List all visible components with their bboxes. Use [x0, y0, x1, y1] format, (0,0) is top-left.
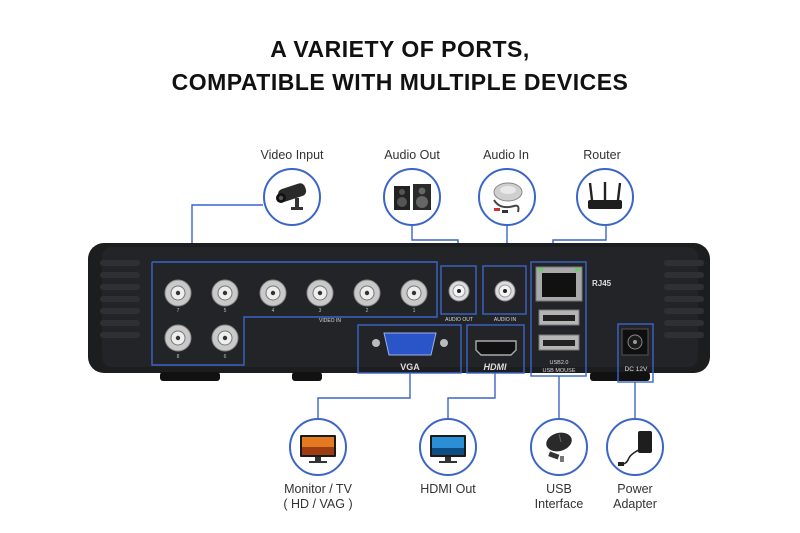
title-line-1: A VARIETY OF PORTS,	[270, 36, 530, 62]
monitor-bubble	[289, 418, 347, 476]
label-router: Router	[583, 148, 621, 162]
power-adapter-bubble	[606, 418, 664, 476]
bnc-connector	[211, 324, 239, 352]
mouse-icon	[546, 432, 572, 462]
bnc-number: 7	[177, 308, 180, 314]
right-vents	[664, 260, 704, 338]
bnc-number: 6	[224, 354, 227, 360]
router-icon	[588, 182, 622, 209]
label-monitor-line-2: ( HD / VAG )	[283, 497, 353, 511]
bnc-connector	[211, 279, 239, 307]
bnc-number: 5	[224, 308, 227, 314]
device-foot-right	[590, 372, 650, 381]
label-power-adapter: Power Adapter	[585, 482, 685, 512]
page-title: A VARIETY OF PORTS, COMPATIBLE WITH MULT…	[0, 33, 800, 99]
device-foot-left	[160, 372, 220, 381]
bnc-connector	[164, 279, 192, 307]
label-hdmi-out: HDMI Out	[420, 482, 476, 496]
label-audio-in: Audio In	[483, 148, 529, 162]
panel-label-hdmi: HDMI	[484, 362, 507, 372]
panel-label-usb-mouse: USB MOUSE	[542, 368, 575, 374]
monitor-icon	[300, 435, 336, 463]
bnc-number: 8	[177, 354, 180, 360]
rca-audio-out	[448, 280, 470, 302]
power-adapter-icon	[618, 431, 652, 466]
bnc-connector	[400, 279, 428, 307]
speakers-icon	[394, 184, 431, 210]
panel-label-rj45: RJ45	[592, 279, 612, 288]
usb-ports	[538, 309, 580, 351]
bnc-connector	[306, 279, 334, 307]
microphone-icon	[493, 182, 523, 213]
bnc-connectors	[164, 279, 428, 352]
panel-label-vga: VGA	[400, 362, 420, 372]
panel-label-audio-in: AUDIO IN	[494, 317, 517, 323]
label-usb-interface: USB Interface	[509, 482, 609, 512]
vga-port	[372, 332, 448, 356]
rca-audio-in	[494, 280, 516, 302]
label-monitor: Monitor / TV ( HD / VAG )	[268, 482, 368, 512]
bnc-number: 1	[413, 308, 416, 314]
label-monitor-line-1: Monitor / TV	[284, 482, 352, 496]
bnc-number: 4	[272, 308, 275, 314]
cctv-camera-icon	[276, 183, 307, 210]
panel-label-dc: DC 12V	[625, 366, 648, 373]
label-usb-line-2: Interface	[534, 497, 584, 511]
usb-interface-bubble	[530, 418, 588, 476]
rj45-port	[535, 266, 583, 302]
hdmi-out-bubble	[419, 418, 477, 476]
tv-icon	[430, 435, 466, 463]
audio-in-bubble	[478, 168, 536, 226]
device-foot-mid	[292, 372, 322, 381]
router-bubble	[576, 168, 634, 226]
panel-label-usb: USB2.0	[550, 360, 569, 366]
connector-lines-bottom	[317, 373, 636, 418]
bnc-number: 3	[319, 308, 322, 314]
label-video-input: Video Input	[260, 148, 324, 162]
label-power-line-2: Adapter	[613, 497, 657, 511]
bnc-connector	[259, 279, 287, 307]
audio-out-bubble	[383, 168, 441, 226]
video-input-bubble	[263, 168, 321, 226]
left-vents	[100, 260, 140, 338]
panel-label-audio-out: AUDIO OUT	[445, 317, 473, 323]
bnc-connector	[164, 324, 192, 352]
bnc-number: 2	[366, 308, 369, 314]
label-power-line-1: Power	[617, 482, 653, 496]
panel-label-video-in: VIDEO IN	[319, 318, 341, 324]
title-line-2: COMPATIBLE WITH MULTIPLE DEVICES	[171, 69, 629, 95]
bnc-connector	[353, 279, 381, 307]
label-usb-line-1: USB	[546, 482, 572, 496]
dc-power-jack	[621, 328, 649, 356]
label-audio-out: Audio Out	[384, 148, 440, 162]
hdmi-port	[475, 340, 517, 356]
